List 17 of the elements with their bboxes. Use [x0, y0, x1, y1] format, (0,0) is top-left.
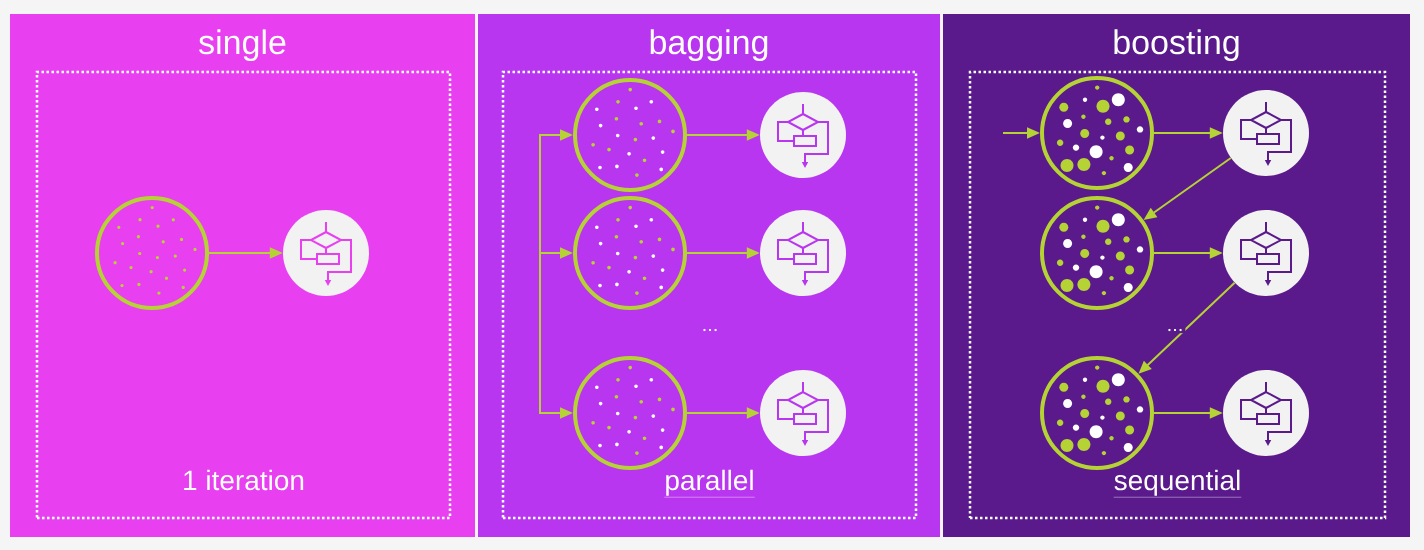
model-circle	[760, 92, 846, 178]
sample-circle	[1040, 356, 1154, 470]
model-circle	[1223, 370, 1309, 456]
model-circle	[1223, 210, 1309, 296]
sample-circle	[1040, 76, 1154, 190]
model-circle	[283, 210, 369, 296]
sample-circle	[573, 78, 687, 192]
edge-label: ...	[1164, 326, 1186, 334]
sample-circle	[1040, 196, 1154, 310]
model-circle	[1223, 90, 1309, 176]
dotted-frame: 1 iteration	[35, 70, 452, 520]
sample-circle	[573, 356, 687, 470]
model-circle	[760, 370, 846, 456]
sample-circle	[95, 196, 209, 310]
model-circle	[760, 210, 846, 296]
sample-circle	[573, 196, 687, 310]
ellipsis: ...	[703, 328, 717, 332]
